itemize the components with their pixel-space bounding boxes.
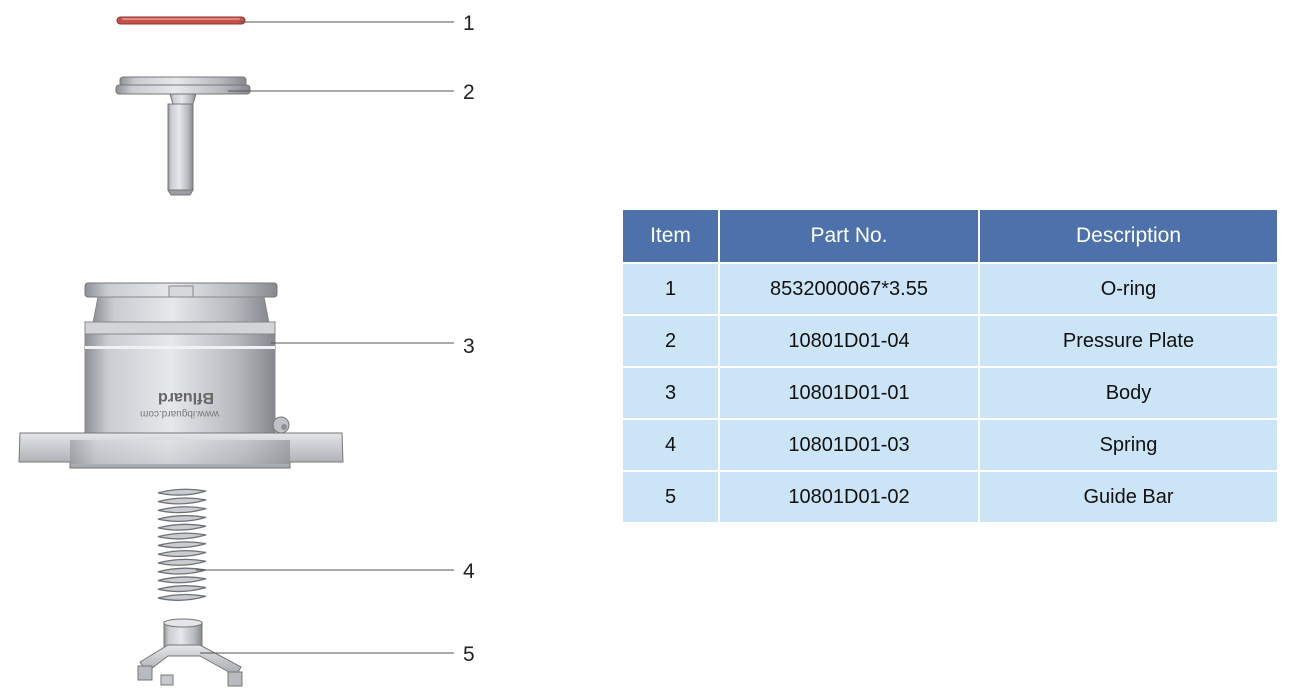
- body-logo-text: Bfluard: [158, 389, 214, 406]
- cell-part-no: 8532000067*3.55: [720, 264, 978, 314]
- table-row: 5 10801D01-02 Guide Bar: [623, 472, 1277, 522]
- callout-2: 2: [463, 81, 475, 104]
- table-row: 2 10801D01-04 Pressure Plate: [623, 316, 1277, 366]
- o-ring-part: [116, 16, 246, 25]
- cell-item: 5: [623, 472, 718, 522]
- spring-coil: [157, 585, 207, 593]
- cell-description: Body: [980, 368, 1277, 418]
- body-website-text: www.ibguard.com: [140, 408, 220, 419]
- cell-item: 3: [623, 368, 718, 418]
- pressure-plate-part: [115, 76, 251, 196]
- spring-coil: [157, 514, 207, 523]
- table-header-row: Item Part No. Description: [623, 210, 1277, 262]
- cell-description: Guide Bar: [980, 472, 1277, 522]
- cell-item: 1: [623, 264, 718, 314]
- spring-coil: [157, 532, 207, 540]
- spring-coil: [157, 541, 207, 549]
- callout-1: 1: [463, 12, 475, 35]
- spring-coil: [157, 576, 207, 584]
- cell-item: 2: [623, 316, 718, 366]
- cell-description: Spring: [980, 420, 1277, 470]
- cell-part-no: 10801D01-02: [720, 472, 978, 522]
- cell-part-no: 10801D01-03: [720, 420, 978, 470]
- callout-3: 3: [463, 335, 475, 358]
- spring-coil: [157, 558, 207, 566]
- callout-5: 5: [463, 643, 475, 666]
- spring-coil: [157, 497, 207, 505]
- guide-bar-part: [137, 618, 243, 687]
- parts-table: Item Part No. Description 1 8532000067*3…: [621, 208, 1279, 524]
- cell-part-no: 10801D01-04: [720, 316, 978, 366]
- cell-description: O-ring: [980, 264, 1277, 314]
- callout-4: 4: [463, 560, 475, 583]
- cell-item: 4: [623, 420, 718, 470]
- body-part: Bfluard www.ibguard.com: [18, 282, 344, 469]
- exploded-view-diagram: Bfluard www.ibguard.com 1 2 3 4 5: [18, 12, 475, 687]
- table-row: 4 10801D01-03 Spring: [623, 420, 1277, 470]
- cell-part-no: 10801D01-01: [720, 368, 978, 418]
- table-row: 1 8532000067*3.55 O-ring: [623, 264, 1277, 314]
- spring-coil: [157, 593, 207, 601]
- table-row: 3 10801D01-01 Body: [623, 368, 1277, 418]
- spring-coil: [157, 523, 207, 531]
- spring-coil: [157, 488, 207, 496]
- spring-coil: [157, 567, 207, 575]
- spring-part: [157, 488, 207, 601]
- spring-coil: [157, 549, 207, 558]
- header-item: Item: [623, 210, 718, 262]
- header-description: Description: [980, 210, 1277, 262]
- header-part-no: Part No.: [720, 210, 978, 262]
- cell-description: Pressure Plate: [980, 316, 1277, 366]
- spring-coil: [157, 506, 207, 514]
